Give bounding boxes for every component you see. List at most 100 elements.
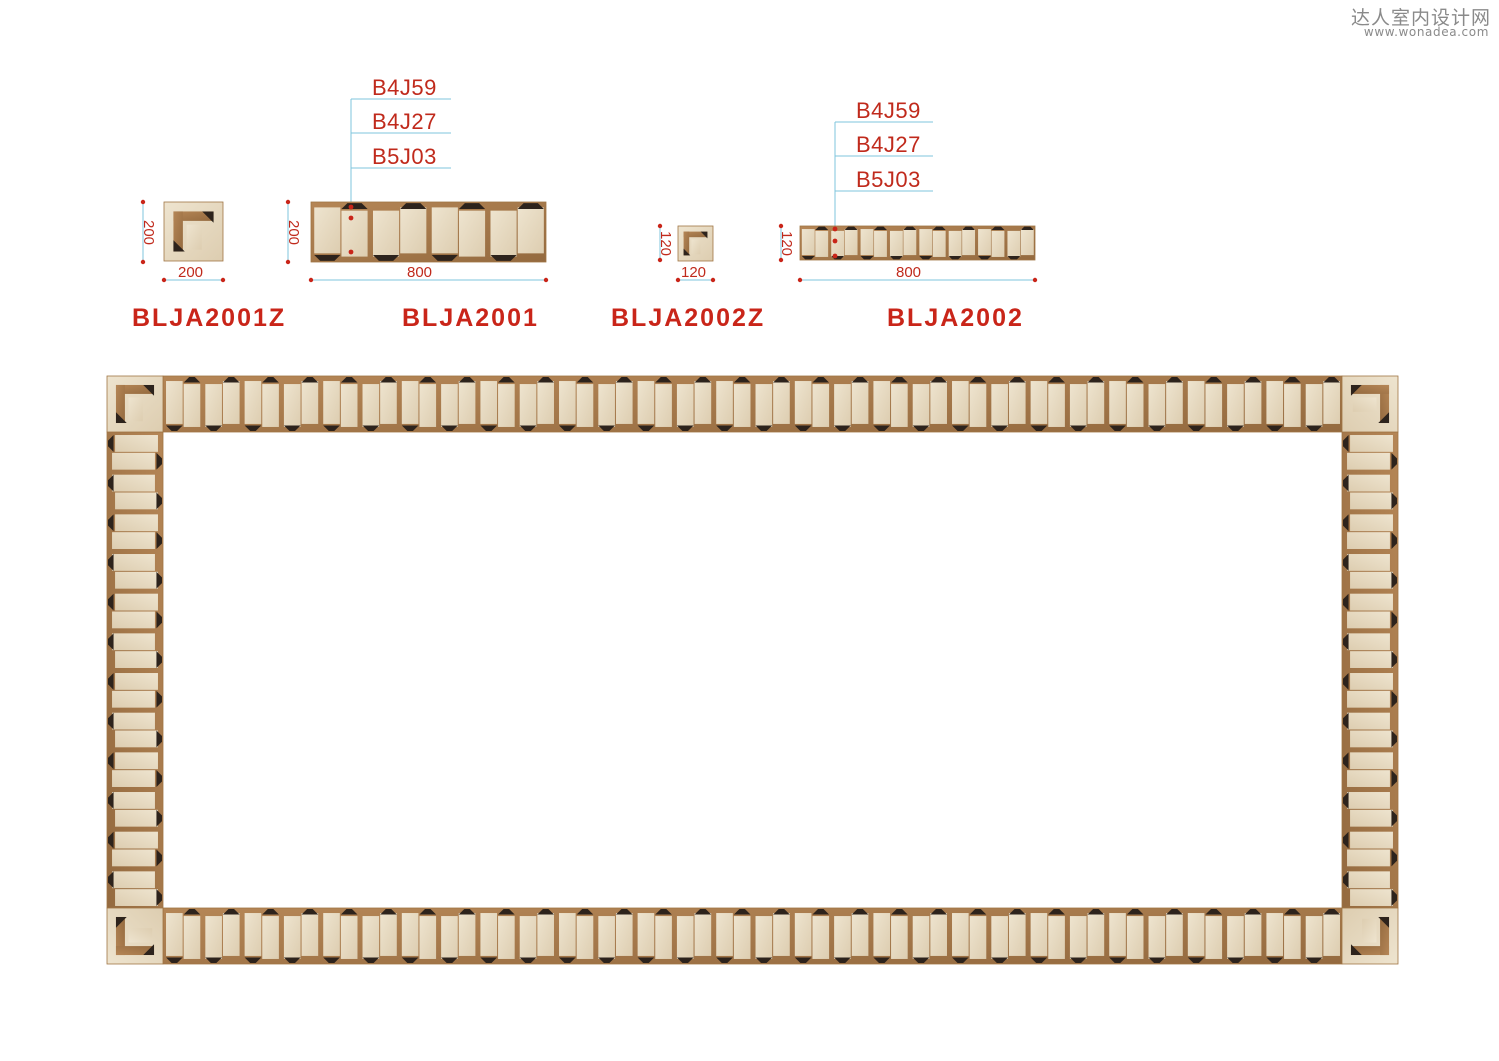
dark-bevel: [733, 909, 751, 915]
light-bar: [112, 554, 155, 571]
light-bar: [340, 916, 358, 959]
dark-bevel: [1391, 770, 1397, 787]
dark-bevel: [372, 254, 400, 261]
dark-bevel: [301, 909, 319, 915]
dark-bevel: [1305, 425, 1323, 431]
dark-bevel: [815, 226, 829, 230]
light-bar: [1347, 554, 1390, 571]
light-bar: [1350, 571, 1393, 589]
dark-bevel: [156, 849, 162, 867]
light-bar: [962, 229, 976, 256]
dark-bevel: [419, 377, 437, 383]
light-bar: [115, 593, 158, 611]
light-bar: [401, 913, 419, 956]
dark-bevel: [755, 957, 773, 963]
corner-outline: [1341, 375, 1399, 433]
strip-outline: [799, 225, 1036, 261]
dark-bevel: [1343, 831, 1349, 849]
light-bar: [1347, 871, 1390, 889]
dark-bevel: [755, 425, 773, 431]
dark-bevel: [108, 593, 114, 611]
light-bar: [1244, 381, 1262, 424]
dimension-label-height: 120: [778, 230, 796, 257]
dark-bevel: [834, 957, 851, 963]
dark-bevel: [401, 957, 419, 963]
dark-bevel: [244, 957, 262, 963]
corner-brown: [683, 231, 690, 256]
light-bar: [948, 230, 962, 257]
dark-bevel: [156, 571, 162, 589]
corner-inner: [1352, 397, 1377, 412]
corner-outline: [106, 907, 164, 965]
corner-outline: [677, 225, 714, 262]
light-bar: [166, 913, 183, 956]
light-bar: [112, 849, 155, 867]
light-bar: [115, 651, 158, 668]
dark-bevel: [490, 254, 517, 261]
light-bar: [480, 381, 498, 424]
light-bar: [1109, 381, 1126, 424]
light-bar: [733, 916, 751, 959]
dark-bevel: [283, 425, 301, 431]
dark-bevel: [108, 435, 114, 452]
light-bar: [559, 913, 576, 956]
light-bar: [341, 210, 368, 257]
light-bar: [812, 384, 830, 427]
light-bar: [834, 916, 851, 959]
dark-bevel: [978, 256, 991, 260]
light-bar: [400, 207, 427, 254]
light-bar: [1007, 230, 1021, 257]
corner-inner: [691, 239, 701, 255]
light-bar: [1350, 435, 1393, 452]
light-bar: [1087, 913, 1105, 956]
light-bar: [873, 913, 891, 956]
light-bar: [952, 381, 969, 424]
dark-bevel: [1284, 909, 1301, 915]
dark-bevel: [108, 514, 114, 532]
light-bar: [115, 492, 158, 510]
dark-bevel: [340, 909, 358, 915]
dark-bevel: [969, 909, 987, 915]
dark-bevel: [244, 425, 262, 431]
light-bar: [1148, 916, 1166, 959]
light-bar: [205, 384, 222, 427]
dark-bevel: [166, 425, 183, 431]
light-bar: [1244, 913, 1262, 956]
dark-bevel: [1391, 889, 1397, 906]
corner-dark: [1378, 916, 1390, 928]
product-code: BLJA2002Z: [611, 304, 766, 332]
dark-bevel: [1109, 425, 1126, 431]
corner-brown: [115, 946, 155, 956]
light-bar: [815, 230, 829, 257]
dark-bevel: [480, 425, 498, 431]
dark-bevel: [812, 909, 830, 915]
dark-bevel: [441, 425, 458, 431]
corner-dark: [202, 211, 214, 223]
light-bar: [519, 916, 537, 959]
dark-bevel: [889, 256, 903, 260]
dark-bevel: [108, 633, 114, 651]
tile-blja2001: [310, 201, 547, 263]
dark-bevel: [891, 909, 908, 915]
material-label: B5J03: [372, 144, 437, 169]
dark-bevel: [1148, 957, 1166, 963]
light-bar: [262, 384, 279, 427]
corner-brown: [173, 211, 183, 252]
light-bar: [115, 571, 158, 589]
dark-bevel: [952, 425, 969, 431]
light-bar: [1126, 916, 1144, 959]
dark-bevel: [733, 377, 751, 383]
dark-bevel: [773, 377, 790, 383]
light-bar: [676, 916, 694, 959]
dark-bevel: [1244, 909, 1262, 915]
dark-bevel: [1048, 377, 1065, 383]
light-bar: [1048, 384, 1065, 427]
light-bar: [115, 514, 158, 532]
light-bar: [112, 770, 155, 787]
dark-bevel: [903, 226, 917, 230]
light-bar: [891, 916, 908, 959]
material-label: B4J59: [856, 98, 921, 123]
dark-bevel: [801, 256, 815, 260]
dark-bevel: [1391, 690, 1397, 708]
dark-bevel: [262, 377, 279, 383]
